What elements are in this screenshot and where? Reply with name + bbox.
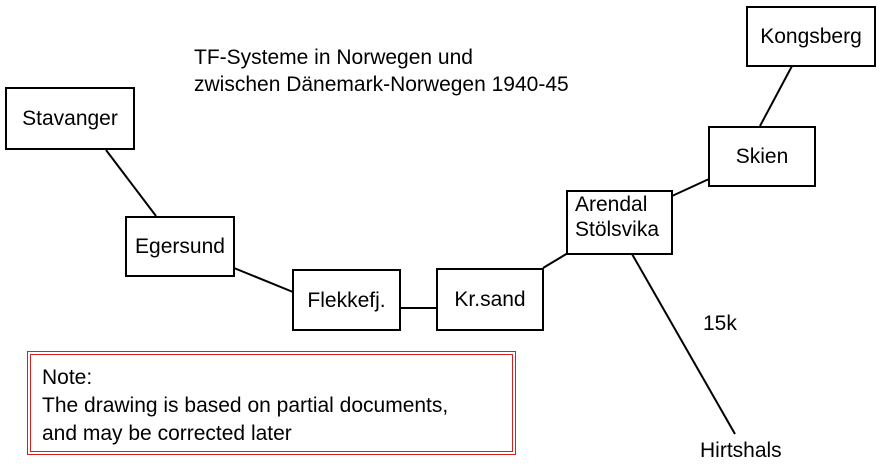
link-egersund-flekkefj	[233, 267, 294, 293]
link-krsand-arendal	[542, 252, 569, 269]
node-label: Kongsberg	[760, 25, 862, 48]
title-line-2: zwischen Dänemark-Norwegen 1940-45	[194, 73, 569, 96]
link-arendal-skien	[671, 178, 710, 197]
link-arendal-hirtshals	[631, 253, 736, 435]
note-box-inner: Note: The drawing is based on partial do…	[30, 354, 513, 452]
node-label: Stavanger	[22, 107, 118, 130]
title-line-1: TF-Systeme in Norwegen und	[194, 46, 473, 69]
note-heading: Note:	[42, 366, 93, 389]
note-box: Note: The drawing is based on partial do…	[27, 351, 516, 455]
link-skien-kongsberg	[759, 65, 793, 127]
cable-label-15k: 15k	[703, 312, 737, 335]
node-arendal: Arendal Stölsvika	[566, 190, 673, 255]
node-label: Egersund	[135, 235, 225, 258]
node-krsand: Kr.sand	[436, 268, 544, 331]
node-flekkefj: Flekkefj.	[292, 269, 401, 331]
note-text-line-2: and may be corrected later	[42, 422, 292, 445]
node-kongsberg: Kongsberg	[746, 6, 876, 67]
node-stavanger: Stavanger	[5, 87, 135, 150]
node-hirtshals: Hirtshals	[700, 439, 782, 462]
node-label: Flekkefj.	[307, 288, 386, 312]
node-label-line-1: Arendal	[575, 193, 648, 216]
node-skien: Skien	[708, 126, 816, 187]
node-label-line-2: Stölsvika	[575, 218, 660, 241]
node-label: Kr.sand	[454, 288, 526, 311]
link-stavanger-egersund	[105, 149, 157, 217]
node-label: Skien	[735, 145, 789, 168]
note-text-line-1: The drawing is based on partial document…	[42, 394, 449, 417]
diagram-title: TF-Systeme in Norwegen und zwischen Däne…	[194, 44, 569, 98]
node-egersund: Egersund	[125, 216, 235, 277]
